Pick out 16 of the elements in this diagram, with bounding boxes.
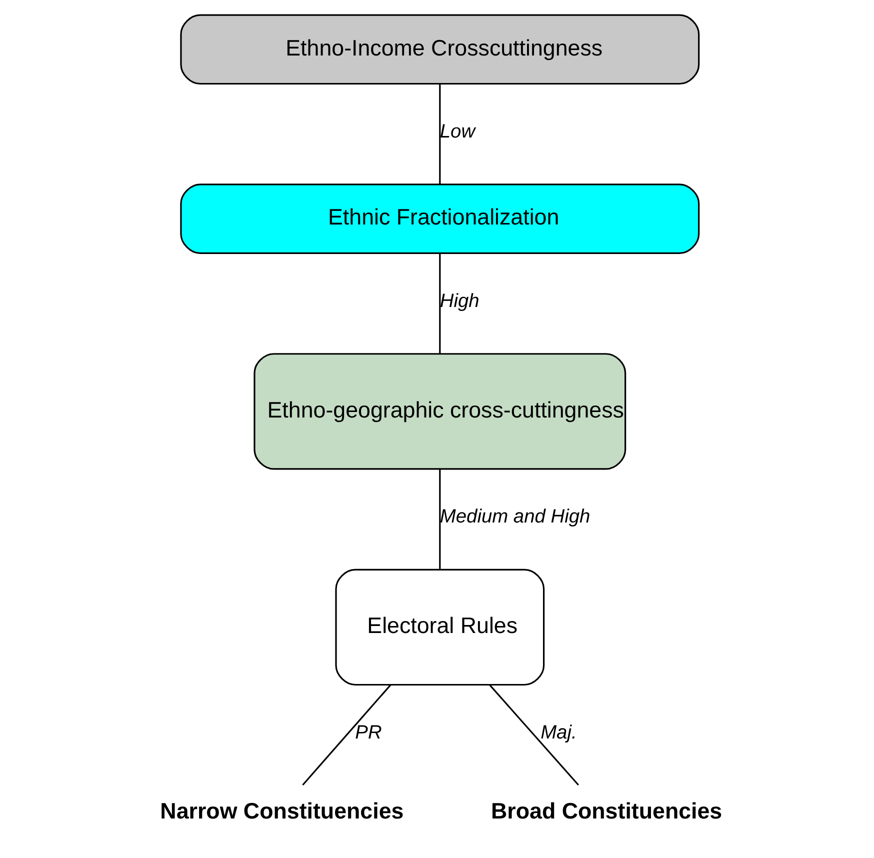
node-box: Electoral Rules [334,568,544,686]
connector [438,253,440,354]
edge-label: High [439,290,479,312]
node-text: Broad Constituencies [490,798,722,824]
connector [438,84,440,184]
connector [438,469,440,569]
connector [302,684,391,786]
edge-label: Maj. [540,722,576,744]
edge-label: Low [439,121,475,142]
node-box: Ethnic Fractionalization [180,184,700,254]
connector [488,684,579,786]
edge-label: PR [354,722,382,744]
node-box: Ethno-Income Crosscuttingness [180,14,700,85]
edge-label: Medium and High [439,506,590,528]
node-text: Narrow Constituencies [160,798,404,824]
node-box: Ethno-geographic cross-cuttingness [253,353,626,470]
